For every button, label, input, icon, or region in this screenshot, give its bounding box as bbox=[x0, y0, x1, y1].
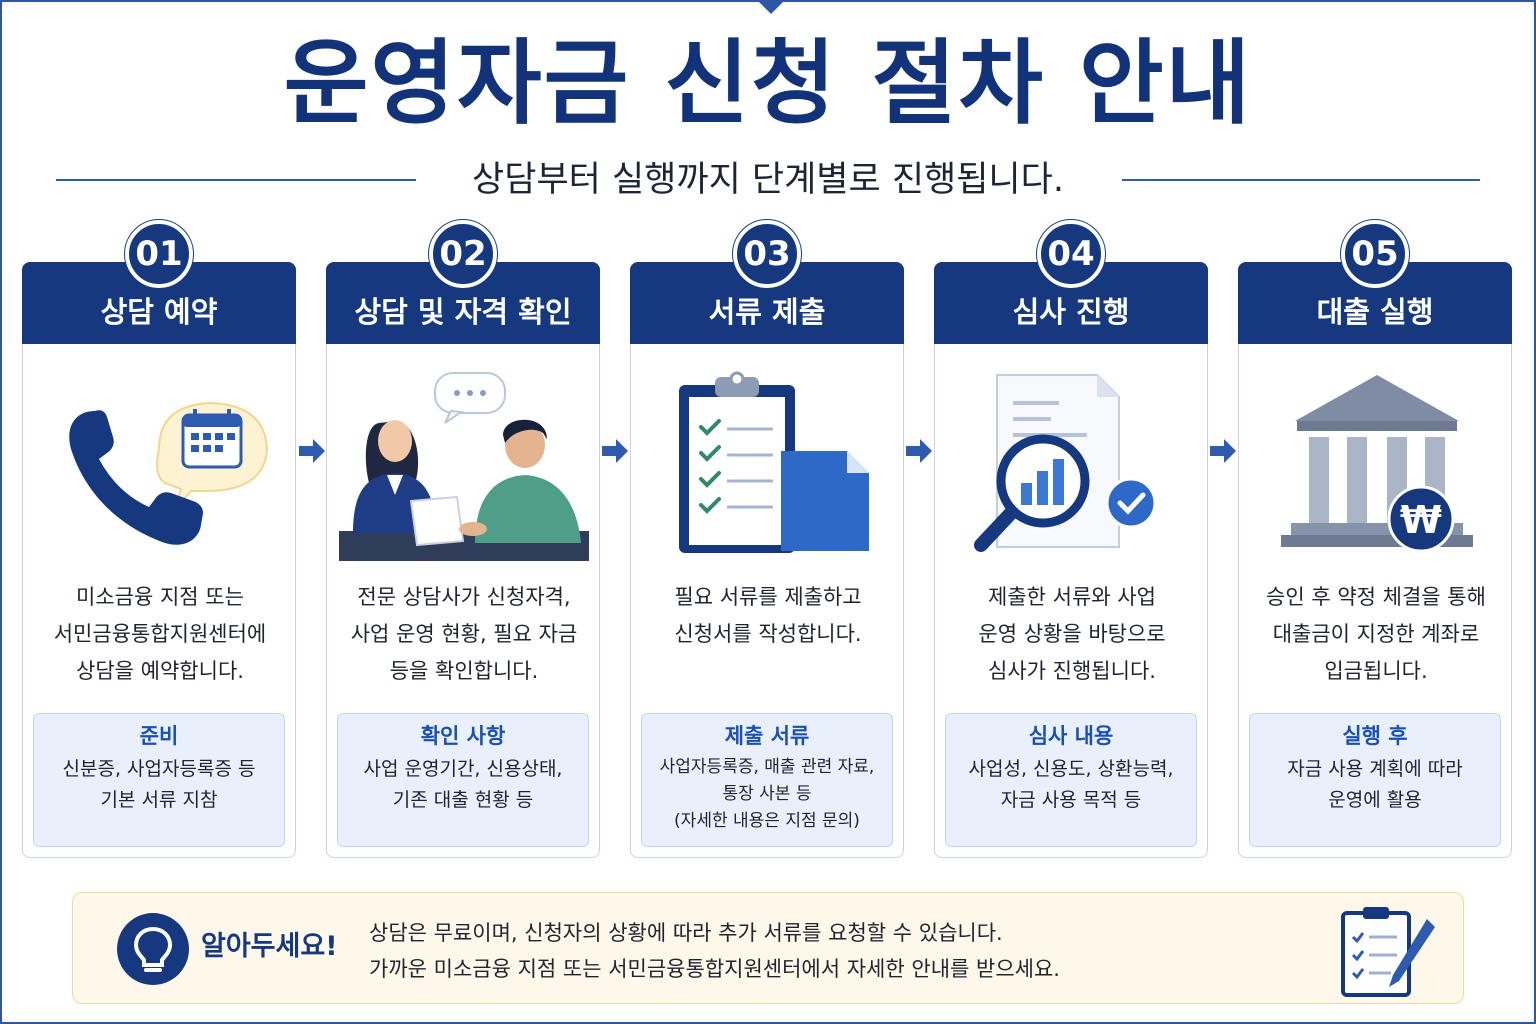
step-title: 심사 진행 bbox=[1012, 295, 1130, 329]
desc-line: 필요 서류를 제출하고 bbox=[674, 585, 862, 609]
step-info-box: 확인 사항 사업 운영기간, 신용상태, 기존 대출 현황 등 bbox=[337, 713, 589, 847]
step-title: 대출 실행 bbox=[1316, 295, 1434, 329]
info-line: 신분증, 사업자등록증 등 bbox=[62, 758, 256, 780]
step-number: 04 bbox=[1037, 220, 1105, 288]
step-description: 전문 상담사가 신청자격, 사업 운영 현황, 필요 자금 등을 확인합니다. bbox=[335, 579, 593, 690]
info-title: 확인 사항 bbox=[420, 724, 506, 748]
step-header: 04 심사 진행 bbox=[934, 220, 1208, 344]
notice-line-2: 가까운 미소금융 지점 또는 서민금융통합지원센터에서 자세한 안내를 받으세요… bbox=[369, 957, 1060, 981]
subtitle-divider-right bbox=[1122, 179, 1480, 181]
info-line: 기본 서류 지참 bbox=[100, 789, 218, 811]
desc-line: 제출한 서류와 사업 bbox=[988, 585, 1156, 609]
arrow-right-icon bbox=[299, 439, 325, 463]
info-title: 제출 서류 bbox=[724, 724, 810, 748]
step-info-box: 실행 후 자금 사용 계획에 따라 운영에 활용 bbox=[1249, 713, 1501, 847]
lightbulb-icon bbox=[117, 913, 189, 985]
info-title: 심사 내용 bbox=[1028, 724, 1114, 748]
step-card-3: 03 서류 제출 필요 서류를 제출하고 신청서를 작성합니다. 제출 서류 사… bbox=[630, 220, 904, 858]
step-number: 05 bbox=[1341, 220, 1409, 288]
page-subtitle: 상담부터 실행까지 단계별로 진행됩니다. bbox=[472, 160, 1064, 200]
info-title: 실행 후 bbox=[1342, 724, 1408, 748]
arrow-right-icon bbox=[906, 439, 932, 463]
svg-text:₩: ₩ bbox=[1400, 498, 1442, 542]
info-body: 사업자등록증, 매출 관련 자료, 통장 사본 등 (자세한 내용은 지점 문의… bbox=[642, 754, 892, 835]
info-body: 사업성, 신용도, 상환능력, 자금 사용 목적 등 bbox=[946, 754, 1196, 816]
desc-line: 운영 상황을 바탕으로 bbox=[978, 622, 1166, 646]
info-body: 신분증, 사업자등록증 등 기본 서류 지참 bbox=[34, 754, 284, 816]
desc-line: 신청서를 작성합니다. bbox=[674, 622, 862, 646]
consultation-icon bbox=[339, 363, 589, 563]
info-body: 사업 운영기간, 신용상태, 기존 대출 현황 등 bbox=[338, 754, 588, 816]
info-line: 사업자등록증, 매출 관련 자료, bbox=[659, 757, 875, 777]
desc-line: 상담을 예약합니다. bbox=[76, 659, 244, 683]
step-header: 03 서류 제출 bbox=[630, 220, 904, 344]
step-info-box: 제출 서류 사업자등록증, 매출 관련 자료, 통장 사본 등 (자세한 내용은… bbox=[641, 713, 893, 847]
info-line: 사업 운영기간, 신용상태, bbox=[363, 758, 563, 780]
phone-calendar-icon bbox=[35, 363, 285, 563]
info-line: 운영에 활용 bbox=[1328, 789, 1422, 811]
info-line: 기존 대출 현황 등 bbox=[392, 789, 534, 811]
clipboard-pen-icon bbox=[1335, 903, 1441, 999]
step-description: 승인 후 약정 체결을 통해 대출금이 지정한 계좌로 입금됩니다. bbox=[1247, 579, 1505, 690]
step-number: 01 bbox=[125, 220, 193, 288]
top-notch bbox=[757, 0, 785, 14]
info-title: 준비 bbox=[139, 724, 179, 748]
step-description: 미소금융 지점 또는 서민금융통합지원센터에 상담을 예약합니다. bbox=[31, 579, 289, 690]
step-description: 제출한 서류와 사업 운영 상황을 바탕으로 심사가 진행됩니다. bbox=[943, 579, 1201, 690]
step-number: 02 bbox=[429, 220, 497, 288]
info-line: 통장 사본 등 bbox=[722, 784, 812, 804]
step-title: 상담 및 자격 확인 bbox=[354, 295, 572, 329]
bank-won-icon: ₩ bbox=[1251, 363, 1501, 563]
page-title: 운영자금 신청 절차 안내 bbox=[283, 30, 1253, 137]
step-card-5: 05 대출 실행 ₩ 승인 후 약정 체결을 통해 대출금이 지정한 계좌로 입… bbox=[1238, 220, 1512, 858]
notice-line-1: 상담은 무료이며, 신청자의 상황에 따라 추가 서류를 요청할 수 있습니다. bbox=[369, 921, 1003, 945]
notice-title: 알아두세요! bbox=[201, 931, 338, 962]
step-title: 서류 제출 bbox=[708, 295, 826, 329]
info-line: 자금 사용 계획에 따라 bbox=[1287, 758, 1463, 780]
step-header: 02 상담 및 자격 확인 bbox=[326, 220, 600, 344]
step-card-4: 04 심사 진행 제출한 서류와 사업 운영 상황을 바탕으로 심사가 진행됩니… bbox=[934, 220, 1208, 858]
desc-line: 대출금이 지정한 계좌로 bbox=[1272, 622, 1480, 646]
desc-line: 미소금융 지점 또는 bbox=[76, 585, 244, 609]
step-description: 필요 서류를 제출하고 신청서를 작성합니다. bbox=[639, 579, 897, 653]
subtitle-divider-left bbox=[56, 179, 416, 181]
desc-line: 등을 확인합니다. bbox=[389, 659, 539, 683]
step-header: 05 대출 실행 bbox=[1238, 220, 1512, 344]
info-line: 자금 사용 목적 등 bbox=[1000, 789, 1142, 811]
info-line: (자세한 내용은 지점 문의) bbox=[674, 811, 860, 831]
desc-line: 전문 상담사가 신청자격, bbox=[357, 585, 571, 609]
info-line: 사업성, 신용도, 상환능력, bbox=[968, 758, 1174, 780]
desc-line: 심사가 진행됩니다. bbox=[988, 659, 1156, 683]
desc-line: 입금됩니다. bbox=[1324, 659, 1428, 683]
arrow-right-icon bbox=[1210, 439, 1236, 463]
desc-line: 사업 운영 현황, 필요 자금 bbox=[350, 622, 578, 646]
clipboard-document-icon bbox=[643, 363, 893, 563]
subtitle-row: 상담부터 실행까지 단계별로 진행됩니다. bbox=[56, 150, 1480, 210]
step-number: 03 bbox=[733, 220, 801, 288]
magnifier-review-icon bbox=[947, 363, 1197, 563]
step-info-box: 준비 신분증, 사업자등록증 등 기본 서류 지참 bbox=[33, 713, 285, 847]
desc-line: 서민금융통합지원센터에 bbox=[53, 622, 267, 646]
step-title: 상담 예약 bbox=[100, 295, 218, 329]
step-info-box: 심사 내용 사업성, 신용도, 상환능력, 자금 사용 목적 등 bbox=[945, 713, 1197, 847]
desc-line: 승인 후 약정 체결을 통해 bbox=[1266, 585, 1486, 609]
arrow-right-icon bbox=[602, 439, 628, 463]
step-header: 01 상담 예약 bbox=[22, 220, 296, 344]
step-card-2: 02 상담 및 자격 확인 전문 상담사가 신청자격, 사업 운영 현황, 필요… bbox=[326, 220, 600, 858]
info-body: 자금 사용 계획에 따라 운영에 활용 bbox=[1250, 754, 1500, 816]
step-card-1: 01 상담 예약 미소금융 지점 또는 서민금융통합지원센터에 상담을 예약합니… bbox=[22, 220, 296, 858]
notice-box: 알아두세요! 상담은 무료이며, 신청자의 상황에 따라 추가 서류를 요청할 … bbox=[72, 892, 1464, 1004]
